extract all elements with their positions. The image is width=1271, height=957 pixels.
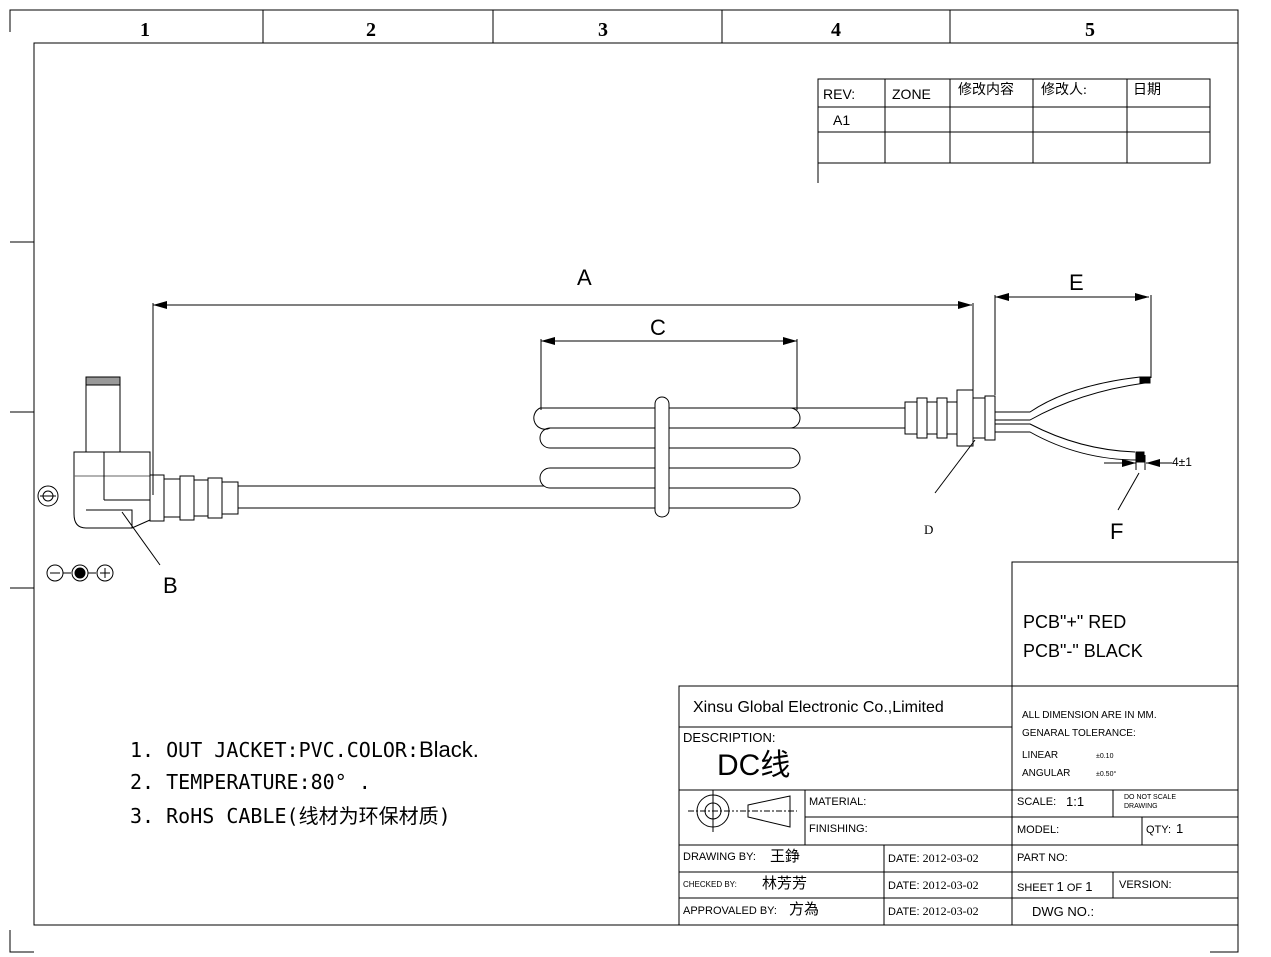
- tolerance-label: GENARAL TOLERANCE:: [1022, 728, 1136, 739]
- wire-note-black: PCB"-" BLACK: [1023, 641, 1143, 661]
- date-label: DATE:: [888, 853, 920, 865]
- zone-header: ZONE: [892, 86, 931, 102]
- date-label-approved: DATE: 2012-03-02: [888, 905, 979, 918]
- finishing-label: FINISHING:: [809, 823, 868, 835]
- sheet-indicator: SHEET 1 OF 1: [1017, 880, 1092, 894]
- date-label-drawing: DATE: 2012-03-02: [888, 852, 979, 865]
- date-label: DATE:: [888, 880, 920, 892]
- dimension-e-label: E: [1069, 270, 1084, 295]
- of-label: OF: [1066, 882, 1083, 894]
- sheet-label: SHEET: [1017, 882, 1054, 894]
- zone-5-label: 5: [1085, 19, 1095, 41]
- linear-label: LINEAR: [1022, 750, 1059, 761]
- callout-d-label: D: [924, 522, 934, 537]
- dimension-unit-note: ALL DIMENSION ARE IN MM.: [1022, 710, 1157, 721]
- wire-note-red: PCB"+" RED: [1023, 612, 1127, 632]
- part-no-label: PART NO:: [1017, 852, 1068, 864]
- date-approved: 2012-03-02: [922, 904, 979, 918]
- description-value: DC线: [717, 749, 791, 782]
- sheet-value: 1: [1056, 879, 1064, 894]
- checked-by-name: 林芳芳: [762, 876, 808, 892]
- date-checked: 2012-03-02: [922, 878, 979, 892]
- scale-value: 1:1: [1066, 794, 1085, 809]
- angular-label: ANGULAR: [1022, 768, 1071, 779]
- dimension-a-label: A: [577, 265, 592, 290]
- angular-value: ±0.50°: [1096, 771, 1117, 778]
- scale-label: SCALE:: [1017, 796, 1057, 808]
- note-2: 2. TEMPERATURE:80° .: [130, 770, 371, 794]
- dimension-c-label: C: [650, 315, 666, 340]
- version-label: VERSION:: [1119, 879, 1172, 891]
- zone-1-label: 1: [140, 19, 150, 41]
- drawing-by-label: DRAWING BY:: [683, 851, 756, 863]
- date-drawing: 2012-03-02: [922, 851, 979, 865]
- checked-by-label: CHECKED BY:: [683, 880, 737, 889]
- description-label: DESCRIPTION:: [683, 730, 776, 745]
- callout-f-label: F: [1110, 519, 1124, 544]
- qty-label: QTY:: [1146, 824, 1172, 836]
- dimension-f-value: 4±1: [1172, 455, 1192, 469]
- note-1-text: 1. OUT JACKET:PVC.COLOR:: [130, 738, 419, 762]
- approved-by-label: APPROVALED BY:: [683, 905, 777, 917]
- of-value: 1: [1085, 879, 1093, 894]
- approved-by-name: 方為: [789, 902, 820, 918]
- rev-header: REV:: [823, 86, 856, 102]
- dwg-no-label: DWG NO.:: [1032, 904, 1095, 919]
- changed-by-header: 修改人:: [1041, 83, 1087, 98]
- material-label: MATERIAL:: [809, 796, 867, 808]
- no-scale-line-1: DO NOT SCALE: [1124, 794, 1176, 801]
- callout-b-label: B: [163, 573, 178, 598]
- zone-3-label: 3: [598, 19, 608, 41]
- model-label: MODEL:: [1017, 824, 1060, 836]
- note-1-color: Black.: [418, 737, 479, 762]
- change-content-header: 修改内容: [958, 83, 1014, 98]
- linear-value: ±0.10: [1096, 753, 1114, 760]
- note-1: 1. OUT JACKET:PVC.COLOR:Black.: [130, 739, 479, 761]
- drawing-by-name: 王錚: [770, 849, 801, 865]
- no-scale-line-2: DRAWING: [1124, 803, 1158, 810]
- zone-2-label: 2: [366, 19, 376, 41]
- date-header: 日期: [1133, 83, 1161, 98]
- date-label: DATE:: [888, 906, 920, 918]
- date-label-checked: DATE: 2012-03-02: [888, 879, 979, 892]
- zone-4-label: 4: [831, 19, 841, 41]
- note-3: 3. RoHS CABLE(线材为环保材质): [130, 804, 451, 828]
- rev-value: A1: [833, 112, 851, 128]
- qty-value: 1: [1176, 821, 1184, 836]
- company-name: Xinsu Global Electronic Co.,Limited: [693, 699, 944, 716]
